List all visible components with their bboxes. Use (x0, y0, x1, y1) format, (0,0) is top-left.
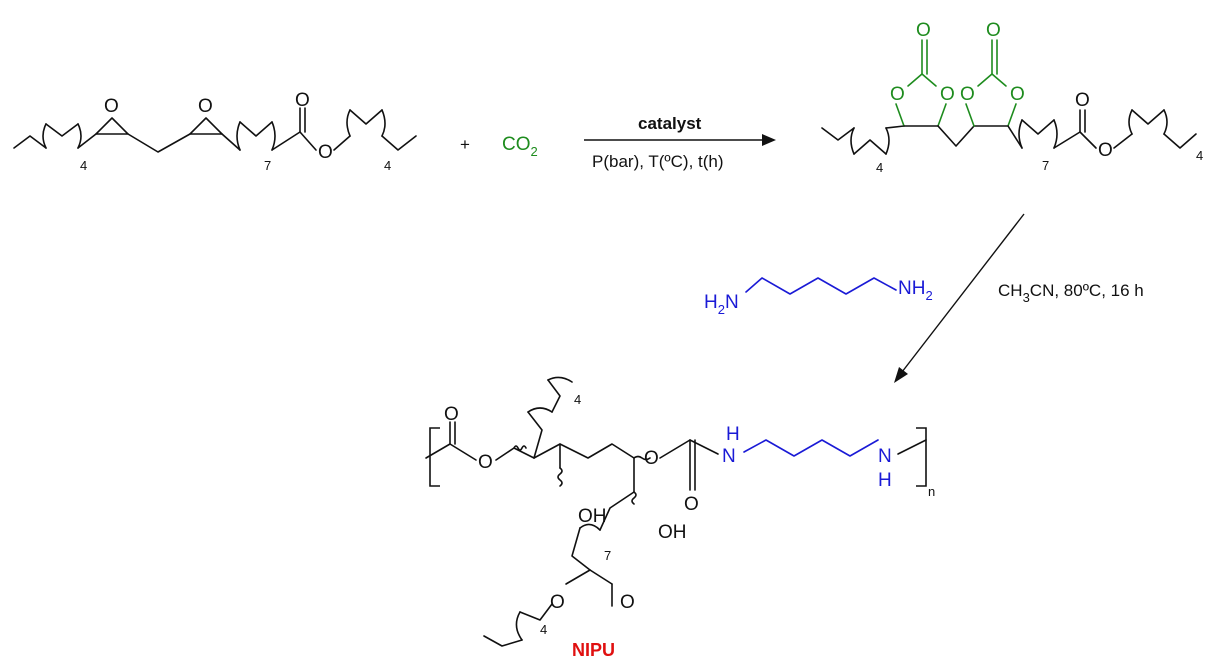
polymer-repeat-count-4-bottom: 4 (540, 622, 547, 637)
carbonate-1-carbonyl-oxygen: O (916, 20, 931, 41)
product-repeat-count-7: 7 (1042, 158, 1049, 173)
step-2-conditions: CH3CN, 80ºC, 16 h (998, 281, 1144, 305)
reaction-arrow-step-1: catalyst P(bar), T(ºC), t(h) (584, 114, 776, 171)
diamine-right-subscript: 2 (925, 288, 932, 303)
co2-formula: CO (502, 134, 531, 155)
repeat-index-n: n (928, 484, 935, 499)
polymer-carbamate-carbonyl-oxygen: O (684, 494, 699, 515)
epoxide-oxygen-1: O (104, 96, 119, 117)
epoxide-oxygen-2: O (198, 96, 213, 117)
carbonate-1-ring-oxygen-right: O (940, 84, 955, 105)
carbonate-2-ring-oxygen-left: O (960, 84, 975, 105)
right-bracket (916, 427, 927, 487)
reactant-bis-epoxide: O O O O 4 7 4 (13, 90, 417, 173)
carbamate-nitrogen-h: H (726, 424, 740, 445)
product-ester-oxygen: O (1098, 140, 1113, 161)
hydroxyl-left: OH (578, 506, 607, 527)
hydroxyl-right: OH (658, 522, 687, 543)
reactant-co2: CO2 (502, 134, 538, 159)
repeat-count-4-right: 4 (384, 158, 391, 173)
carbonate-2-carbonyl-oxygen: O (986, 20, 1001, 41)
diamine-left-h: H (704, 292, 718, 313)
ester-oxygen: O (318, 142, 333, 163)
carbonate-2-ring-oxygen-right: O (1010, 84, 1025, 105)
product-repeat-count-4-right: 4 (1196, 148, 1203, 163)
polymer-lower-ester-oxygen: O (550, 592, 565, 613)
carbonate-1-ring-oxygen-left: O (890, 84, 905, 105)
solvent-conditions: CN, 80ºC, 16 h (1030, 281, 1144, 300)
carbonyl-oxygen: O (295, 90, 310, 111)
polymer-repeat-count-4-top: 4 (574, 392, 581, 407)
co2-subscript: 2 (531, 144, 538, 159)
solvent-formula: CH (998, 281, 1023, 300)
polymer-name-label: NIPU (572, 640, 615, 660)
plus-sign: + (460, 135, 470, 154)
polymer-carbamate-oxygen: O (644, 448, 659, 469)
carbamate-nitrogen: N (722, 446, 736, 467)
polymer-repeat-count-7: 7 (604, 548, 611, 563)
reaction-arrow-step-2 (894, 213, 1025, 383)
catalyst-label: catalyst (638, 114, 702, 133)
polymer-lower-carbonyl-oxygen: O (620, 592, 635, 613)
step-1-conditions: P(bar), T(ºC), t(h) (592, 152, 724, 171)
product-bis-cyclic-carbonate: O O O O O O O O 4 7 4 (821, 20, 1203, 175)
polymer-nipu: n (425, 376, 935, 660)
product-carbonyl-oxygen: O (1075, 90, 1090, 111)
terminal-nitrogen-h: H (878, 470, 892, 491)
diamine-left-n: N (725, 292, 739, 313)
svg-text:H2N: H2N (704, 292, 739, 317)
diamine-right-nh: NH (898, 278, 925, 299)
polymer-carbonyl-oxygen-top: O (444, 404, 459, 425)
svg-text:CO2: CO2 (502, 134, 538, 159)
product-repeat-count-4-left: 4 (876, 160, 883, 175)
polymer-ester-oxygen-left: O (478, 452, 493, 473)
svg-text:NH2: NH2 (898, 278, 933, 303)
diamine-left-subscript: 2 (718, 302, 725, 317)
solvent-subscript: 3 (1023, 290, 1030, 305)
repeat-count-4-left: 4 (80, 158, 87, 173)
left-bracket (429, 427, 440, 487)
terminal-nitrogen: N (878, 446, 892, 467)
diamine-butanediamine: H2N NH2 (704, 277, 933, 317)
repeat-count-7: 7 (264, 158, 271, 173)
